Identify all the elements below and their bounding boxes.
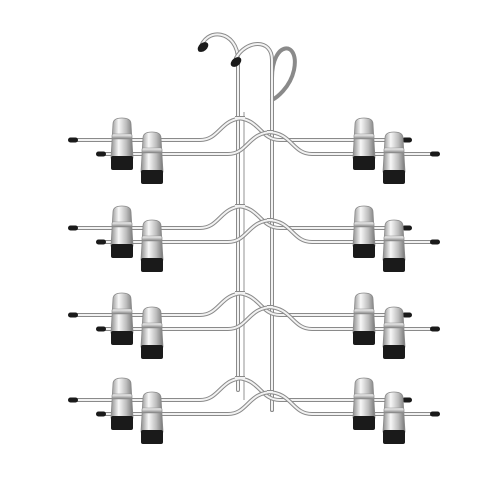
hook-back-tip xyxy=(197,42,209,52)
tier-4-front-bar-cap-left xyxy=(96,411,106,417)
tier-3-clip-front-left-grip xyxy=(141,345,163,359)
tier-3-clip-front-right-spring xyxy=(383,322,405,329)
tier-4-front-bar-cap-right xyxy=(430,411,440,417)
tier-1-clip-back-left-spring xyxy=(111,133,133,140)
tier-4-clip-back-right-spring xyxy=(353,393,375,400)
tier-1-back-bar-cap-left xyxy=(68,137,78,143)
tier-3-clip-back-left-spring xyxy=(111,308,133,315)
tier-2-front-bar-cap-left xyxy=(96,239,106,245)
hook-front-shadow xyxy=(270,46,297,412)
tier-3-front-bar-cap-left xyxy=(96,326,106,332)
tier-1-back-bar-cap-right xyxy=(402,137,412,143)
tier-1-clip-back-right-grip xyxy=(353,156,375,170)
tier-4-back-bar-cap-left xyxy=(68,397,78,403)
tier-1 xyxy=(68,116,440,184)
tier-2-clip-front-right-grip xyxy=(383,258,405,272)
tier-4 xyxy=(68,376,440,444)
tier-4-front-bar xyxy=(103,391,433,415)
hook-back xyxy=(199,33,239,391)
tier-2-back-bar-cap-right xyxy=(402,225,412,231)
tier-3-back-bar-cap-left xyxy=(68,312,78,318)
tier-4-clip-back-right-grip xyxy=(353,416,375,430)
tier-4-clip-front-left-grip xyxy=(141,430,163,444)
tier-3 xyxy=(68,291,440,359)
tier-2-front-bar-cap-right xyxy=(430,239,440,245)
tier-3-clip-front-left-spring xyxy=(141,322,163,329)
tier-4-clip-front-left-spring xyxy=(141,407,163,414)
tier-4-clip-back-left-spring xyxy=(111,393,133,400)
tier-2-clip-front-left-spring xyxy=(141,235,163,242)
tier-3-front-bar xyxy=(103,306,433,330)
tier-1-clip-back-left-grip xyxy=(111,156,133,170)
tier-2-clip-front-right-spring xyxy=(383,235,405,242)
tier-2-clip-back-left-grip xyxy=(111,244,133,258)
tier-4-back-bar-cap-right xyxy=(402,397,412,403)
tier-3-back-bar xyxy=(75,292,405,316)
tier-2-back-bar-cap-left xyxy=(68,225,78,231)
tier-3-clip-back-left-grip xyxy=(111,331,133,345)
tier-2-clip-front-left-grip xyxy=(141,258,163,272)
tier-4-clip-front-right-spring xyxy=(383,407,405,414)
tier-2-clip-back-right-spring xyxy=(353,221,375,228)
tier-1-front-bar-cap-left xyxy=(96,151,106,157)
tier-3-clip-back-right-spring xyxy=(353,308,375,315)
tier-3-front-bar-cap-right xyxy=(430,326,440,332)
tier-4-clip-front-right-grip xyxy=(383,430,405,444)
tier-2-clip-back-left-spring xyxy=(111,221,133,228)
tier-1-back-bar xyxy=(75,117,405,141)
hanger-hooks xyxy=(197,32,297,412)
tier-1-clip-back-right-spring xyxy=(353,133,375,140)
tier-3-back-bar-cap-right xyxy=(402,312,412,318)
tier-2-clip-back-right-grip xyxy=(353,244,375,258)
tier-1-clip-front-left-grip xyxy=(141,170,163,184)
hanger-tiers xyxy=(68,116,440,444)
tier-2-back-bar xyxy=(75,205,405,229)
tier-4-back-bar xyxy=(75,377,405,401)
tier-1-clip-front-right-spring xyxy=(383,147,405,154)
tier-3-clip-front-right-grip xyxy=(383,345,405,359)
tier-1-front-bar xyxy=(103,131,433,155)
tier-1-clip-front-left-spring xyxy=(141,147,163,154)
tier-3-clip-back-right-grip xyxy=(353,331,375,345)
tier-1-front-bar-cap-right xyxy=(430,151,440,157)
hook-back-shadow xyxy=(198,32,240,392)
hook-front xyxy=(235,43,273,411)
tier-2-front-bar xyxy=(103,219,433,243)
tier-2 xyxy=(68,204,440,272)
hook-front-tip xyxy=(230,57,242,67)
tier-1-clip-front-right-grip xyxy=(383,170,405,184)
tier-4-clip-back-left-grip xyxy=(111,416,133,430)
